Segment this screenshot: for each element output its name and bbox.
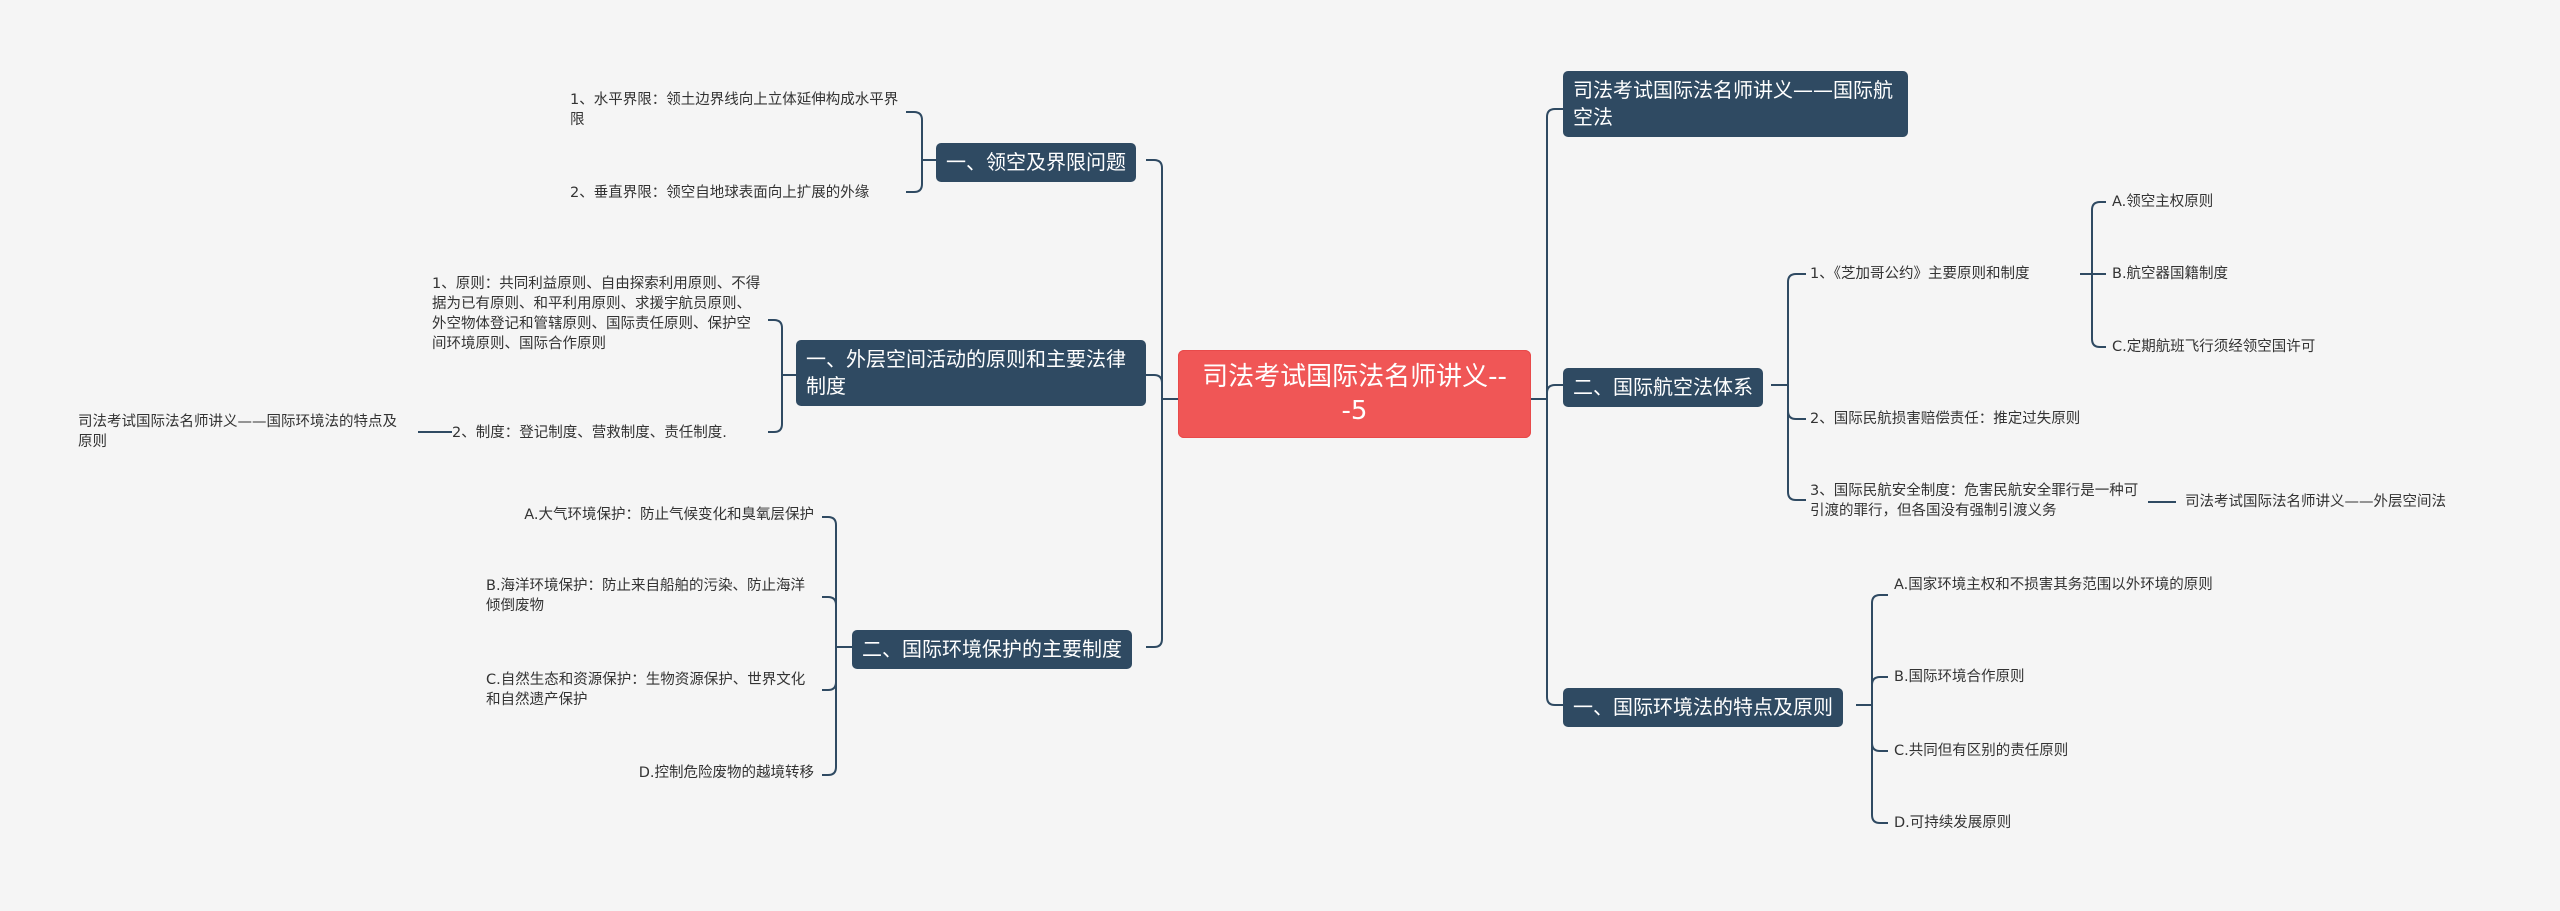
leaf-horizontal-boundary: 1、水平界限：领土边界线向上立体延伸构成水平界限 <box>570 92 899 128</box>
environment-branch-0 <box>822 516 837 647</box>
airspace-branch-1 <box>906 160 923 193</box>
leaf-chicago-convention: 1、《芝加哥公约》主要原则和制度 <box>1810 266 2030 282</box>
leaf-outer-space-principles: 1、原则：共同利益原则、自由探索利用原则、不得据为已有原则、和平利用原则、求援宇… <box>432 276 761 352</box>
topic-environment-principles[interactable]: 一、国际环境法的特点及原则 <box>1563 688 1843 727</box>
environment-branch-2 <box>822 647 837 691</box>
topic-aviation-system[interactable]: 二、国际航空法体系 <box>1563 368 1763 407</box>
topic-outer-space-principles[interactable]: 一、外层空间活动的原则和主要法律制度 <box>796 340 1146 406</box>
leaf-sovereignty: A.领空主权原则 <box>2112 194 2214 210</box>
leaf-marine: B.海洋环境保护：防止来自船舶的污染、防止海洋倾倒废物 <box>486 578 806 614</box>
root-left-branch-1 <box>1146 374 1163 399</box>
leaf-nationality: B.航空器国籍制度 <box>2112 266 2229 282</box>
leaf-environment-law-link: 司法考试国际法名师讲义——国际环境法的特点及原则 <box>78 414 397 450</box>
topic-aviation-law-link[interactable]: 司法考试国际法名师讲义——国际航空法 <box>1563 71 1908 137</box>
environment-branch-3 <box>822 647 837 776</box>
env-principles-branch-3 <box>1871 705 1888 824</box>
leaf-scheduled-flights: C.定期航班飞行须经领空国许可 <box>2112 339 2316 355</box>
chicago-branch-0 <box>2091 201 2106 274</box>
topic-environment-systems[interactable]: 二、国际环境保护的主要制度 <box>852 630 1132 669</box>
root-right-branch-2 <box>1546 399 1563 706</box>
topic-airspace-boundary[interactable]: 一、领空及界限问题 <box>936 143 1136 182</box>
root-right-branch-1 <box>1546 384 1563 399</box>
leaf-sustainable: D.可持续发展原则 <box>1894 815 2012 831</box>
chicago-branch-2 <box>2091 274 2106 348</box>
aviation-branch-2 <box>1787 385 1806 501</box>
leaf-outer-space-systems: 2、制度：登记制度、营救制度、责任制度. <box>452 425 727 441</box>
root-left-branch-2 <box>1146 399 1163 648</box>
leaf-common-responsibility: C.共同但有区别的责任原则 <box>1894 743 2069 759</box>
root-left-branch-0 <box>1146 159 1163 399</box>
leaf-outer-space-law-link: 司法考试国际法名师讲义——外层空间法 <box>2185 494 2446 510</box>
root-right-branch-0 <box>1546 108 1563 399</box>
leaf-liability: 2、国际民航损害赔偿责任：推定过失原则 <box>1810 411 2081 427</box>
environment-branch-1 <box>822 596 837 647</box>
aviation-branch-0 <box>1787 273 1806 385</box>
outer-space-branch-0 <box>768 319 783 375</box>
env-principles-branch-1 <box>1871 676 1888 705</box>
leaf-env-cooperation: B.国际环境合作原则 <box>1894 669 2025 685</box>
leaf-security: 3、国际民航安全制度：危害民航安全罪行是一种可引渡的罪行，但各国没有强制引渡义务 <box>1810 483 2139 519</box>
env-principles-branch-0 <box>1871 594 1888 705</box>
leaf-atmosphere: A.大气环境保护：防止气候变化和臭氧层保护 <box>524 507 814 523</box>
leaf-env-sovereignty: A.国家环境主权和不损害其务范围以外环境的原则 <box>1894 577 2213 593</box>
aviation-branch-1 <box>1787 385 1806 420</box>
leaf-hazardous-waste: D.控制危险废物的越境转移 <box>638 765 814 781</box>
outer-space-branch-1 <box>768 375 783 433</box>
airspace-branch-0 <box>906 111 923 160</box>
env-principles-branch-2 <box>1871 705 1888 752</box>
leaf-vertical-boundary: 2、垂直界限：领空自地球表面向上扩展的外缘 <box>570 185 870 201</box>
root-topic[interactable]: 司法考试国际法名师讲义---5 <box>1178 350 1531 438</box>
leaf-ecology: C.自然生态和资源保护：生物资源保护、世界文化和自然遗产保护 <box>486 672 806 708</box>
